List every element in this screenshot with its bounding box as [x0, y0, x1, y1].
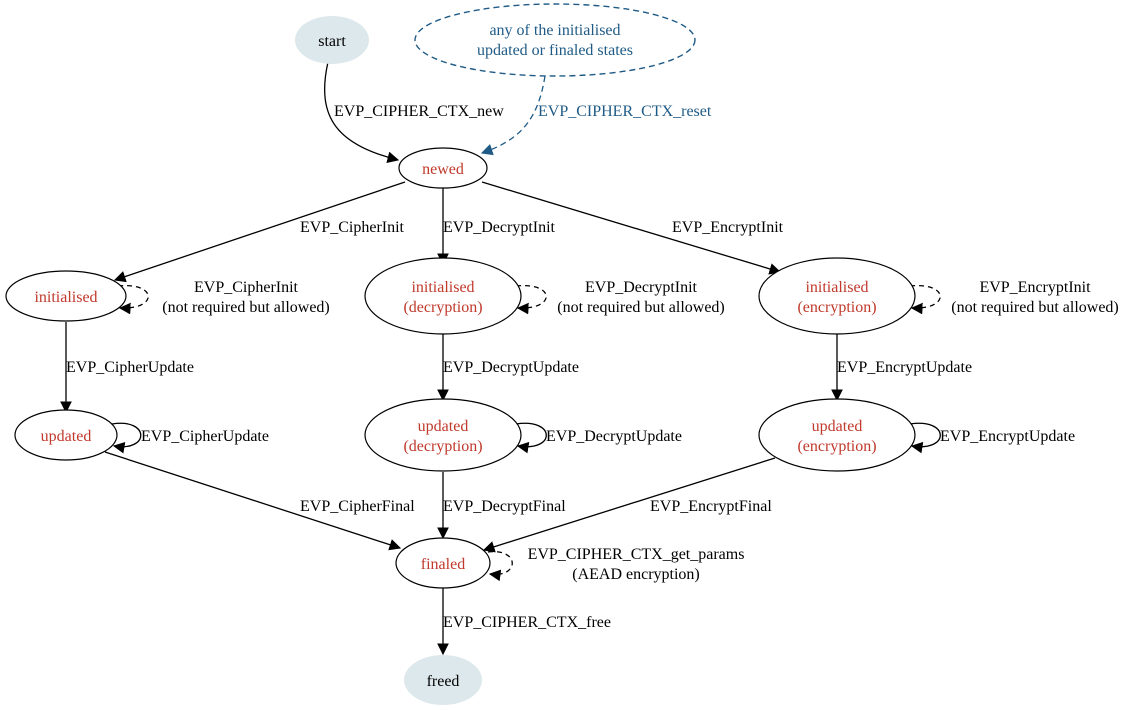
label-encrypt-final: EVP_EncryptFinal [650, 498, 772, 515]
node-initialised-encryption-line1: initialised [805, 279, 868, 296]
edge-ctx-reset [480, 75, 546, 156]
edge-cipher-update-self [111, 422, 142, 454]
label-decrypt-init-self-line1: EVP_DecryptInit [585, 279, 698, 296]
label-ctx-free: EVP_CIPHER_CTX_free [443, 614, 611, 631]
edge-get-params-self [487, 551, 513, 582]
node-initialised-encryption[interactable]: initialised (encryption) [758, 257, 916, 335]
node-initialised-encryption-line2: (encryption) [797, 299, 876, 316]
node-updated-encryption-line2: (encryption) [797, 438, 876, 455]
edge-ctx-new [324, 61, 400, 164]
node-newed-label: newed [422, 161, 464, 178]
node-newed[interactable]: newed [398, 147, 488, 189]
edges [60, 61, 941, 656]
label-ctx-new: EVP_CIPHER_CTX_new [334, 103, 504, 120]
label-decrypt-update-self: EVP_DecryptUpdate [546, 428, 682, 445]
label-cipher-init-self-line1: EVP_CipherInit [194, 279, 299, 296]
edge-decrypt-update-self [515, 422, 547, 454]
label-get-params-line1: EVP_CIPHER_CTX_get_params [528, 546, 745, 563]
node-updated-decryption[interactable]: updated (decryption) [364, 398, 522, 472]
node-start[interactable]: start [295, 16, 369, 64]
label-cipher-init: EVP_CipherInit [300, 219, 405, 236]
edge-cipher-init-self [117, 285, 149, 315]
node-updated-decryption-line1: updated [418, 418, 469, 435]
label-cipher-final: EVP_CipherFinal [300, 498, 415, 515]
node-initialised-decryption-line1: initialised [411, 279, 474, 296]
node-updated-decryption-line2: (decryption) [403, 438, 482, 455]
edge-encrypt-final [482, 457, 776, 553]
node-initialised-decryption[interactable]: initialised (decryption) [364, 257, 522, 335]
label-decrypt-init: EVP_DecryptInit [443, 219, 556, 236]
node-start-label: start [318, 33, 346, 50]
label-ctx-reset: EVP_CIPHER_CTX_reset [538, 103, 712, 120]
label-encrypt-update-self: EVP_EncryptUpdate [940, 428, 1075, 445]
node-initialised[interactable]: initialised [5, 270, 127, 322]
edge-encrypt-update-self [909, 422, 941, 454]
edge-encrypt-init [481, 181, 782, 275]
node-updated-encryption-line1: updated [812, 418, 863, 435]
node-note-line1: any of the initialised [489, 22, 620, 39]
label-decrypt-update: EVP_DecryptUpdate [443, 359, 579, 376]
label-cipher-update-self: EVP_CipherUpdate [141, 428, 269, 445]
node-note-line2: updated or finaled states [477, 42, 633, 59]
edge-cipher-final [104, 451, 402, 551]
label-decrypt-final: EVP_DecryptFinal [443, 498, 566, 515]
label-cipher-update: EVP_CipherUpdate [66, 359, 194, 376]
edge-encrypt-init-self [909, 285, 941, 315]
node-updated-encryption[interactable]: updated (encryption) [758, 398, 916, 472]
node-updated-label: updated [41, 428, 92, 445]
edge-cipher-init [113, 181, 406, 283]
node-updated[interactable]: updated [14, 409, 118, 461]
label-encrypt-update: EVP_EncryptUpdate [837, 359, 972, 376]
label-encrypt-init: EVP_EncryptInit [672, 219, 784, 236]
node-initialised-decryption-line2: (decryption) [403, 299, 482, 316]
node-freed-label: freed [427, 673, 460, 690]
label-cipher-init-self-line2: (not required but allowed) [162, 299, 330, 316]
node-finaled[interactable]: finaled [395, 537, 491, 589]
label-get-params-line2: (AEAD encryption) [572, 566, 700, 583]
label-encrypt-init-self-line2: (not required but allowed) [951, 299, 1119, 316]
edge-labels: EVP_CIPHER_CTX_new EVP_CIPHER_CTX_reset … [66, 103, 1119, 631]
node-finaled-label: finaled [421, 556, 465, 573]
label-decrypt-init-self-line2: (not required but allowed) [557, 299, 725, 316]
edge-decrypt-init-self [515, 285, 547, 315]
node-freed[interactable]: freed [404, 655, 482, 705]
node-initialised-label: initialised [34, 289, 97, 306]
label-encrypt-init-self-line1: EVP_EncryptInit [979, 279, 1091, 296]
nodes: start any of the initialised updated or … [5, 3, 916, 705]
node-note[interactable]: any of the initialised updated or finale… [414, 3, 696, 77]
